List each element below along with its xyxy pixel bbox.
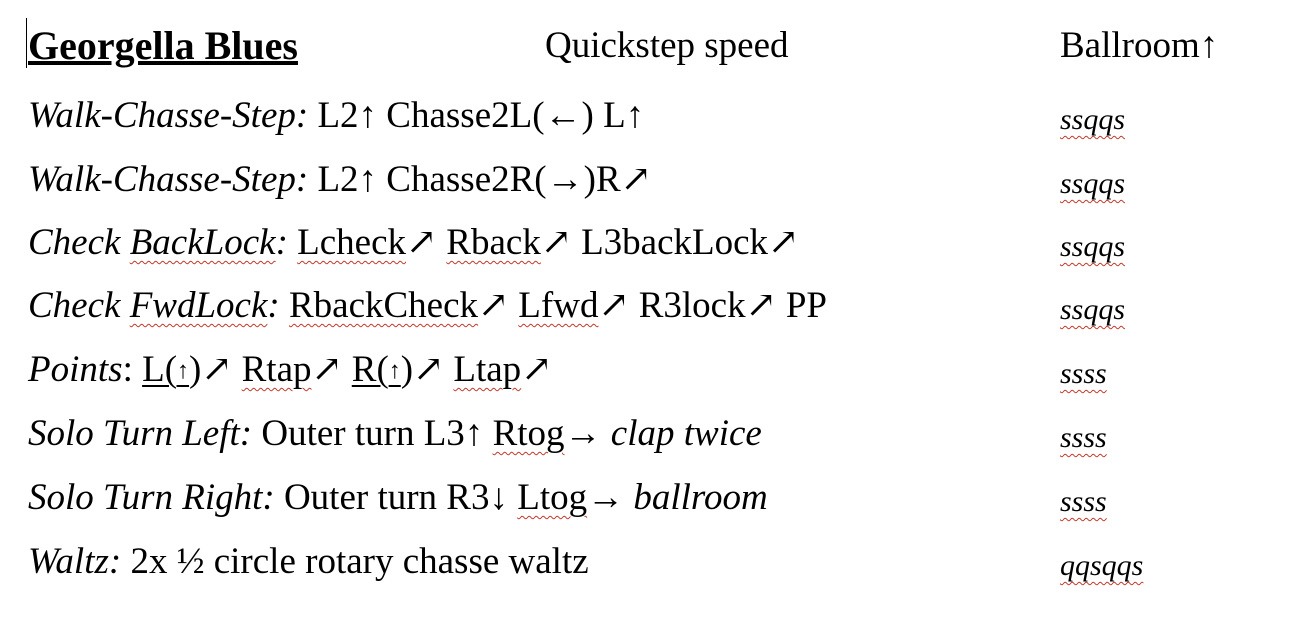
step-ltap: Ltap bbox=[453, 349, 522, 390]
figure-steps: L2↑ Chasse2L(←) L↑ bbox=[308, 95, 645, 136]
figure-name: Waltz: bbox=[28, 541, 122, 582]
figure-name-b: BackLock bbox=[129, 222, 276, 263]
figure-counts: ssss bbox=[1060, 416, 1107, 460]
figure-name-c: : bbox=[267, 285, 280, 326]
figure-row: Walk-Chasse-Step: L2↑ Chasse2L(←) L↑ bbox=[28, 94, 644, 138]
step-sep: ↗ bbox=[478, 285, 519, 326]
position-label: Ballroom↑ bbox=[1060, 25, 1219, 66]
figure-row: Walk-Chasse-Step: L2↑ Chasse2R(→)R↗ bbox=[28, 158, 652, 202]
step-rtap: Rtap bbox=[241, 349, 312, 390]
step-sep: ↗ bbox=[521, 349, 553, 390]
step-sep: ↗ bbox=[311, 349, 352, 390]
step-r: R(↑ bbox=[352, 349, 401, 390]
up-arrow-icon: ↑ bbox=[388, 358, 401, 384]
figure-name: Points bbox=[28, 349, 123, 390]
step-sep: ↗ bbox=[413, 349, 454, 390]
figure-row: Points: L(↑)↗ Rtap↗ R(↑)↗ Ltap↗ bbox=[28, 348, 552, 393]
header-row: Georgella Blues bbox=[28, 24, 298, 70]
figure-name-colon: : bbox=[122, 349, 133, 390]
figure-counts: qqsqqs bbox=[1060, 544, 1143, 588]
figure-name: Solo Turn Right: bbox=[28, 477, 275, 518]
figure-row: Solo Turn Left: Outer turn L3↑ Rtog→ cla… bbox=[28, 412, 762, 456]
figure-counts: ssss bbox=[1060, 352, 1107, 396]
figure-name-c: : bbox=[275, 222, 288, 263]
figure-name-a: Check bbox=[28, 222, 130, 263]
figure-counts: ssqqs bbox=[1060, 288, 1125, 332]
figure-name: Walk-Chasse-Step: bbox=[28, 159, 309, 200]
figure-row: Check FwdLock: RbackCheck↗ Lfwd↗ R3lock↗… bbox=[28, 284, 827, 328]
step-r-close: ) bbox=[400, 349, 414, 390]
figure-action: ballroom bbox=[633, 477, 768, 518]
counts-text: qqsqqs bbox=[1060, 549, 1144, 582]
step-sep: ↗ bbox=[406, 222, 447, 263]
figure-name-a: Check bbox=[28, 285, 130, 326]
step-l-close: ) bbox=[189, 349, 202, 390]
figure-row: Check BackLock: Lcheck↗ Rback↗ L3backLoc… bbox=[28, 221, 799, 265]
counts-text: ssss bbox=[1060, 485, 1107, 518]
counts-text: ssqqs bbox=[1060, 293, 1126, 326]
step-rest: ↗ R3lock↗ PP bbox=[598, 285, 827, 326]
step-sep: → bbox=[587, 477, 634, 518]
figure-name: Walk-Chasse-Step: bbox=[28, 95, 309, 136]
figure-name: Solo Turn Left: bbox=[28, 413, 253, 454]
step-l-text: L( bbox=[142, 349, 178, 390]
figure-action: clap twice bbox=[610, 413, 762, 454]
counts-text: ssss bbox=[1060, 421, 1107, 454]
step-rest: ↗ L3backLock↗ bbox=[540, 222, 800, 263]
figure-steps-a: Outer turn L3↑ bbox=[252, 413, 493, 454]
step-r-text: R( bbox=[351, 349, 389, 390]
step-rbackcheck: RbackCheck bbox=[288, 285, 479, 326]
text-cursor bbox=[26, 18, 27, 68]
step-sep: ↗ bbox=[201, 349, 242, 390]
step-sep: → bbox=[564, 413, 611, 454]
step-lfwd: Lfwd bbox=[518, 285, 599, 326]
figure-row: Solo Turn Right: Outer turn R3↓ Ltog→ ba… bbox=[28, 476, 768, 520]
step-ltog: Ltog bbox=[517, 477, 588, 518]
figure-row: Waltz: 2x ½ circle rotary chasse waltz bbox=[28, 540, 589, 584]
figure-steps: L2↑ Chasse2R(→)R↗ bbox=[308, 159, 652, 200]
counts-text: ssqqs bbox=[1060, 230, 1126, 263]
step-lcheck: Lcheck bbox=[297, 222, 407, 263]
dance-title: Georgella Blues bbox=[28, 23, 298, 68]
up-arrow-icon: ↑ bbox=[177, 358, 190, 384]
counts-text: ssqqs bbox=[1060, 167, 1126, 200]
counts-text: ssss bbox=[1060, 357, 1107, 390]
figure-counts: ssqqs bbox=[1060, 162, 1125, 206]
figure-counts: ssss bbox=[1060, 480, 1107, 524]
figure-counts: ssqqs bbox=[1060, 98, 1125, 142]
figure-steps: 2x ½ circle rotary chasse waltz bbox=[121, 541, 589, 582]
figure-steps-a: Outer turn R3↓ bbox=[274, 477, 518, 518]
figure-counts: ssqqs bbox=[1060, 225, 1125, 269]
figure-name-b: FwdLock bbox=[129, 285, 268, 326]
step-l: L(↑ bbox=[142, 349, 189, 390]
step-rback: Rback bbox=[446, 222, 541, 263]
step-rtog: Rtog bbox=[492, 413, 565, 454]
counts-text: ssqqs bbox=[1060, 103, 1126, 136]
tempo-label: Quickstep speed bbox=[545, 25, 789, 66]
